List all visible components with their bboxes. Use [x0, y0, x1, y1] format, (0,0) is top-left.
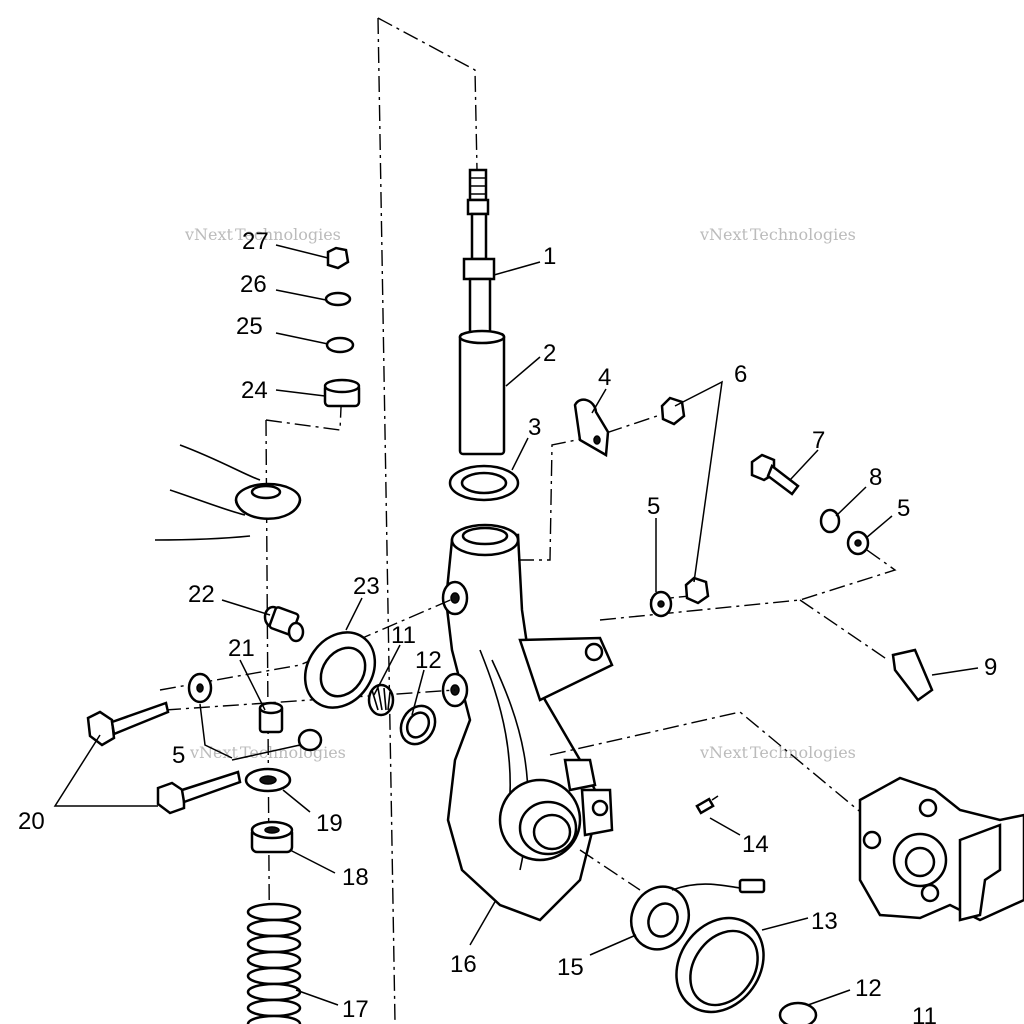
bolt	[86, 701, 170, 747]
guide-line	[599, 544, 897, 621]
guide-line	[159, 597, 456, 691]
washer-hole	[259, 775, 277, 785]
callout-6: 6	[734, 361, 747, 388]
callout-3: 3	[528, 414, 541, 441]
callout-21: 21	[228, 635, 255, 662]
seal-ring	[448, 464, 520, 502]
pivot-pin	[263, 605, 305, 643]
leader-lines	[53, 244, 979, 1006]
callout-26: 26	[240, 271, 267, 298]
bearing-cone	[367, 683, 395, 717]
callout-19: 19	[316, 810, 343, 837]
callout-12: 12	[415, 647, 442, 674]
brake-caliper	[858, 776, 1024, 922]
steering-knuckle	[441, 523, 614, 922]
callout-2: 2	[543, 340, 556, 367]
castle-nut	[258, 701, 284, 734]
washer	[325, 336, 355, 354]
bleeder-valve	[695, 795, 719, 815]
spring-bushing	[250, 820, 294, 854]
callout-23: 23	[353, 573, 380, 600]
bolt	[156, 770, 242, 815]
callout-4: 4	[598, 364, 611, 391]
watermark-text: vNext	[184, 225, 234, 244]
guide-line	[518, 414, 661, 561]
callout-labels: 1 2 3 4 5 5 5 6 7 8 9 11 11 12 12 13 14 …	[18, 228, 997, 1024]
brake-line-bracket	[573, 398, 610, 458]
watermark-mid-left: vNext Technologies	[189, 743, 346, 762]
watermark-top-left: vNext Technologies	[184, 225, 341, 244]
callout-7: 7	[812, 427, 825, 454]
bearing-race-inner	[405, 711, 431, 739]
lock-nut	[326, 246, 350, 270]
washer-hole	[196, 683, 204, 693]
assembly-axis-line	[377, 17, 396, 1023]
callout-1: 1	[543, 243, 556, 270]
callout-12: 12	[855, 975, 882, 1002]
watermark-text: Technologies	[750, 225, 856, 244]
callout-27: 27	[242, 228, 269, 255]
bearing-race	[778, 1001, 818, 1024]
callout-5: 5	[897, 495, 910, 522]
callout-8: 8	[869, 464, 882, 491]
seal	[303, 631, 377, 709]
bearing-race-large	[675, 916, 765, 1014]
callout-5: 5	[647, 493, 660, 520]
washer	[297, 728, 323, 752]
watermark-text: vNext	[699, 743, 749, 762]
washer-hole	[854, 539, 862, 547]
lock-washer	[819, 508, 841, 534]
strut-shaft	[462, 168, 496, 336]
callout-14: 14	[742, 831, 769, 858]
callout-20: 20	[18, 808, 45, 835]
guide-line	[799, 599, 889, 661]
callout-24: 24	[241, 377, 268, 404]
callout-25: 25	[236, 313, 263, 340]
watermark-text: Technologies	[240, 743, 346, 762]
watermark-text: vNext	[189, 743, 239, 762]
bushing	[323, 378, 361, 408]
callout-9: 9	[984, 654, 997, 681]
callout-17: 17	[342, 996, 369, 1023]
caliper-bolt	[750, 453, 800, 496]
washer-hole	[657, 600, 665, 608]
callout-16: 16	[450, 951, 477, 978]
guide-line	[549, 711, 871, 821]
strut-tube	[458, 329, 506, 456]
callout-5: 5	[172, 742, 185, 769]
callout-11: 11	[391, 622, 416, 649]
callout-22: 22	[188, 581, 215, 608]
guide-line	[164, 689, 456, 711]
washer	[324, 291, 352, 307]
nut	[660, 396, 686, 426]
nut	[684, 576, 710, 605]
watermark-text: Technologies	[750, 743, 856, 762]
upper-control-arm	[154, 444, 302, 541]
watermark-top-right: vNext Technologies	[699, 225, 856, 244]
sensor-ring	[629, 878, 766, 951]
brake-pad	[891, 648, 934, 702]
callout-13: 13	[811, 908, 838, 935]
callout-11: 11	[912, 1003, 937, 1024]
coil-spring	[246, 902, 302, 1024]
watermark-text: vNext	[699, 225, 749, 244]
callout-15: 15	[557, 954, 584, 981]
guide-line	[579, 849, 641, 891]
watermark-text: Technologies	[235, 225, 341, 244]
callout-18: 18	[342, 864, 369, 891]
assembly-axis-line	[377, 17, 478, 171]
watermark-mid-right: vNext Technologies	[699, 743, 856, 762]
